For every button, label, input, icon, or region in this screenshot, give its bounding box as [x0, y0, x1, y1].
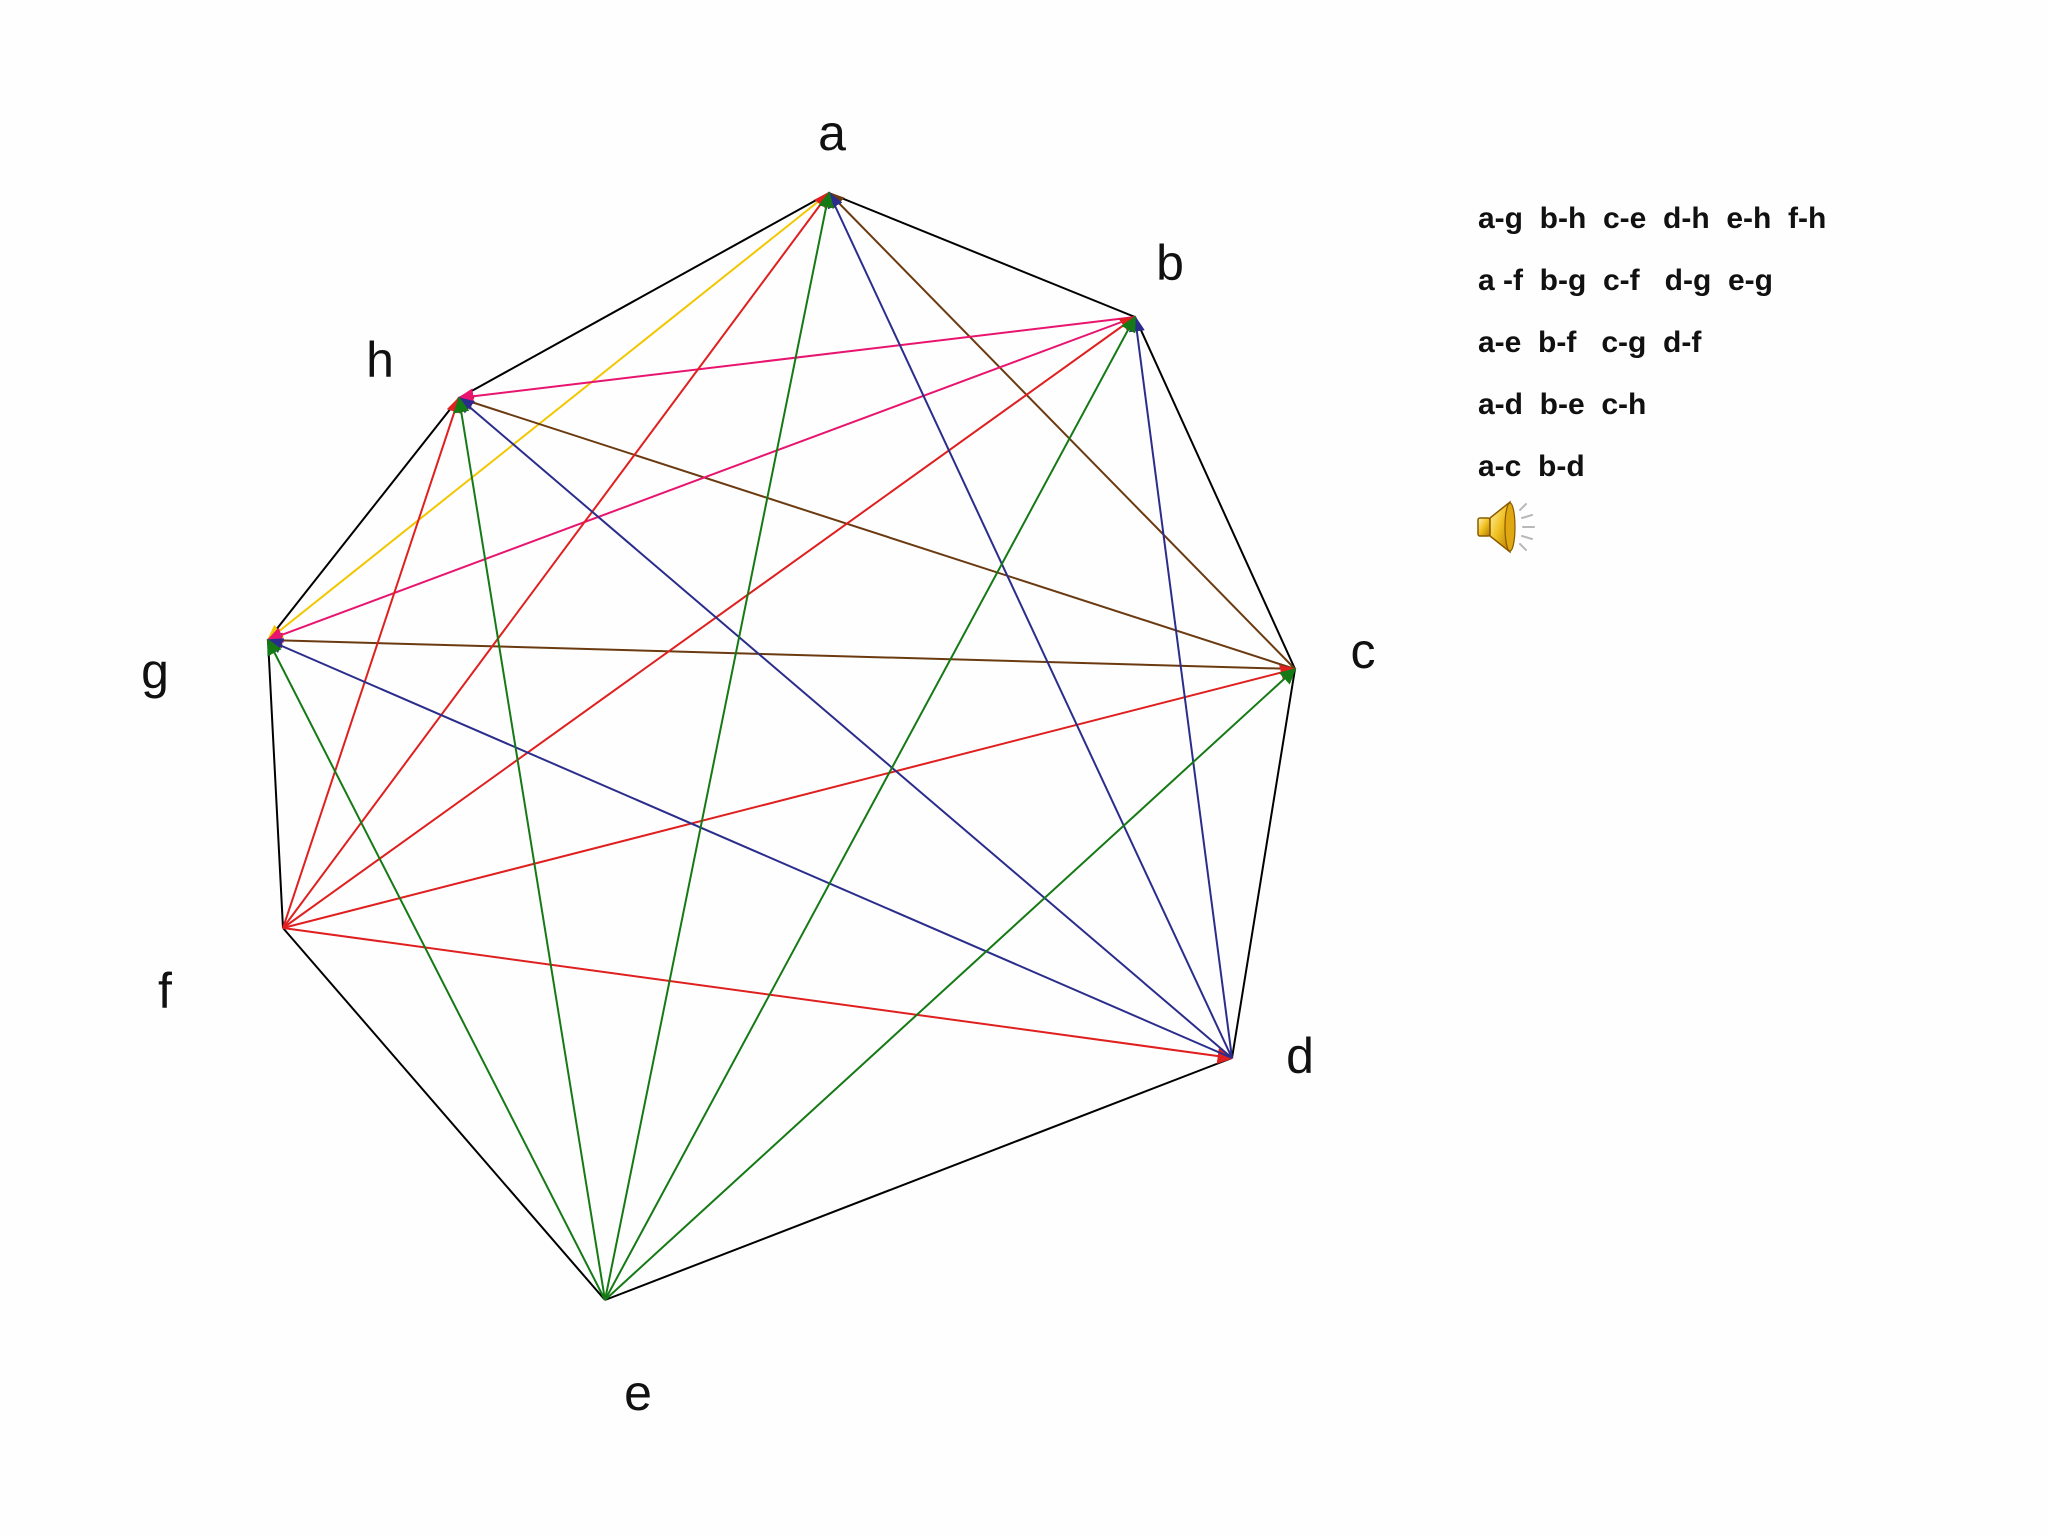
edge-d-e — [604, 1057, 1233, 1301]
vertex-labels: a b c d e f g h — [141, 105, 1375, 1421]
edge-c-d — [1231, 668, 1296, 1059]
edge-e-f — [282, 927, 606, 1301]
arrow-c-g — [266, 632, 1296, 670]
outer-octagon — [267, 192, 1296, 1301]
legend-line: a-c b-d — [1478, 450, 1585, 483]
speaker-icon[interactable] — [1474, 494, 1540, 560]
vertex-label-a: a — [818, 105, 846, 161]
arrow-f-b — [282, 316, 1137, 929]
vertex-label-d: d — [1286, 1028, 1314, 1084]
edge-b-c — [1134, 316, 1296, 670]
arrow-f-h — [282, 396, 463, 929]
arrow-b-h — [457, 316, 1136, 405]
arrow-d-a — [827, 191, 1233, 1059]
arrow-e-h — [453, 396, 606, 1301]
legend-line: a -f b-g c-f d-g e-g — [1478, 264, 1773, 297]
arrow-e-g — [267, 638, 606, 1301]
edge-g-h — [267, 397, 460, 641]
arrow-d-h — [457, 396, 1233, 1059]
legend-line: a-d b-e c-h — [1478, 388, 1647, 421]
arrow-c-h — [457, 394, 1296, 670]
arrow-d-b — [1128, 315, 1233, 1059]
arrow-e-c — [604, 667, 1297, 1301]
edge-f-g — [267, 639, 284, 929]
arrow-e-a — [604, 191, 834, 1301]
vertex-label-f: f — [158, 963, 172, 1019]
arrow-d-g — [266, 638, 1233, 1059]
vertex-label-h: h — [366, 332, 394, 388]
arrow-b-g — [266, 316, 1136, 643]
arrow-c-a — [827, 191, 1296, 670]
legend-line: a-g b-h c-e d-h e-h f-h — [1478, 202, 1827, 235]
vertex-label-g: g — [141, 643, 169, 699]
arrow-f-d — [282, 927, 1234, 1064]
chord-edges — [266, 191, 1297, 1301]
vertex-label-b: b — [1156, 235, 1184, 291]
arrow-f-c — [282, 664, 1297, 929]
edge-h-a — [458, 192, 830, 399]
vertex-label-c: c — [1351, 623, 1376, 679]
arrow-f-a — [282, 191, 830, 929]
arrow-e-b — [604, 315, 1136, 1301]
edge-legend: a-g b-h c-e d-h e-h f-h a -f b-g c-f d-g… — [1478, 196, 1826, 506]
vertex-label-e: e — [624, 1365, 652, 1421]
edge-a-b — [828, 192, 1136, 318]
legend-line: a-e b-f c-g d-f — [1478, 326, 1702, 359]
arrow-a-g — [266, 192, 830, 641]
